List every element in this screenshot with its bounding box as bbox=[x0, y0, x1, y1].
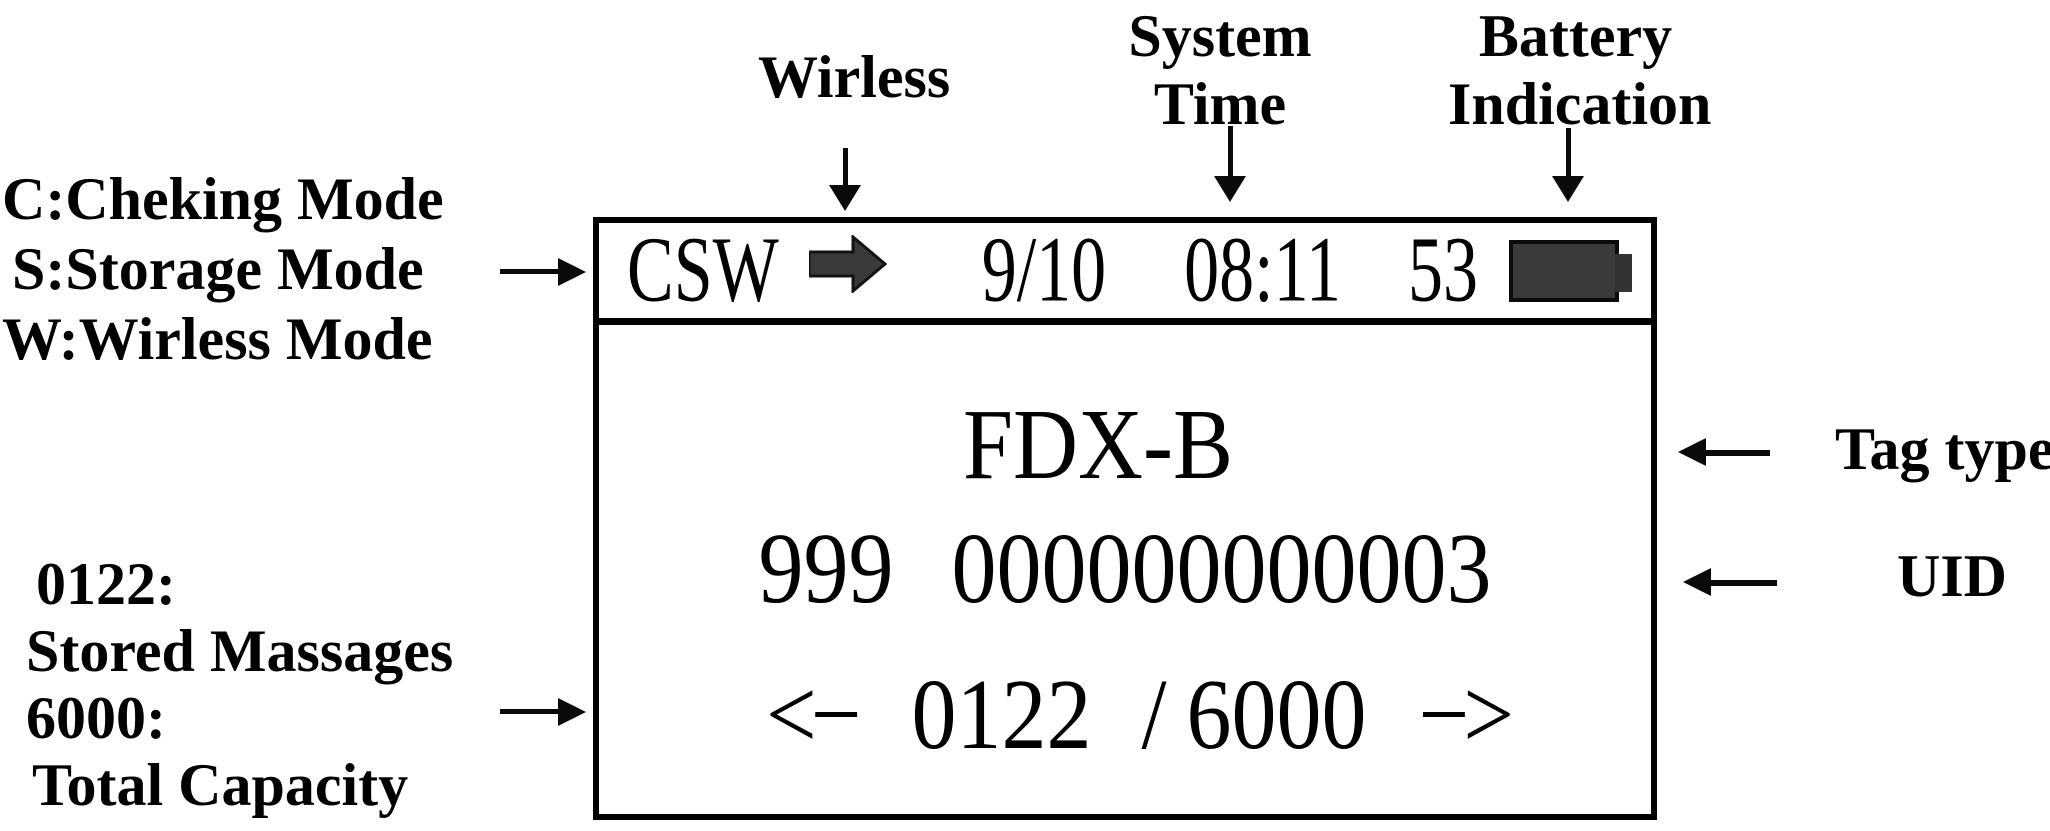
mode-indicator: CSW bbox=[627, 218, 779, 322]
system-date-value: 9/10 bbox=[981, 218, 1107, 322]
battery-terminal bbox=[1615, 253, 1633, 292]
mode-legend: C:Cheking Mode S:Storage Mode W:Wirless … bbox=[2, 164, 444, 374]
stored-messages-count: 0122 bbox=[911, 659, 1092, 771]
arrow-head bbox=[1678, 438, 1706, 466]
system-time-label-line2: Time bbox=[1153, 71, 1287, 137]
storage-legend-count: 0122: bbox=[36, 551, 176, 617]
arrow-shaft bbox=[1228, 126, 1233, 179]
uid-label: UID bbox=[1897, 543, 2008, 609]
battery-icon bbox=[1509, 239, 1633, 302]
uid-number: 000000000003 bbox=[951, 513, 1492, 625]
arrow-shaft bbox=[843, 148, 848, 188]
system-time-label-line1: System bbox=[1128, 3, 1312, 69]
uid-country-code: 999 bbox=[758, 513, 894, 625]
mode-legend-wireless: W:Wirless Mode bbox=[2, 306, 433, 372]
arrow-head bbox=[1552, 176, 1584, 202]
tag-type-line: FDX-B bbox=[599, 389, 1651, 501]
system-time-value: 08:11 bbox=[1184, 218, 1342, 322]
storage-legend-stored-messages: Stored Massages bbox=[26, 618, 454, 684]
tag-type-label: Tag type bbox=[1835, 416, 2050, 482]
record-counter-line: <−0122/6000−> bbox=[599, 664, 1651, 766]
counter-separator: / bbox=[1141, 659, 1167, 771]
wireless-label: Wirless bbox=[758, 44, 951, 110]
arrow-head bbox=[558, 258, 586, 286]
mode-legend-checking: C:Cheking Mode bbox=[2, 166, 444, 232]
arrow-shaft bbox=[1704, 450, 1770, 456]
total-capacity-value: 6000 bbox=[1186, 659, 1367, 771]
tag-type-value: FDX-B bbox=[962, 389, 1234, 501]
arrow-head bbox=[1683, 568, 1711, 596]
arrow-head bbox=[1214, 176, 1246, 202]
arrow-shaft bbox=[1566, 128, 1571, 179]
system-time-label: System Time bbox=[1125, 2, 1315, 138]
arrow-shaft bbox=[500, 269, 560, 274]
battery-indication-label-line1: Battery bbox=[1478, 3, 1673, 69]
mode-legend-storage: S:Storage Mode bbox=[12, 236, 424, 302]
wireless-status-icon bbox=[807, 233, 888, 306]
arrow-shaft bbox=[500, 709, 560, 714]
battery-indication-label-line2: Indication bbox=[1448, 71, 1712, 137]
prev-record-indicator: <− bbox=[765, 659, 861, 771]
arrow-head bbox=[829, 185, 861, 211]
storage-legend: 0122: Stored Massages 6000: Total Capaci… bbox=[26, 551, 453, 819]
storage-legend-total-capacity: Total Capacity bbox=[32, 752, 409, 818]
battery-indication-label: Battery Indication bbox=[1448, 2, 1712, 138]
arrow-head bbox=[558, 698, 586, 726]
storage-legend-capacity-value: 6000: bbox=[26, 685, 166, 751]
battery-percent-value: 53 bbox=[1408, 218, 1479, 322]
next-record-indicator: −> bbox=[1418, 659, 1514, 771]
status-bar: CSW 9/10 08:11 53 bbox=[599, 223, 1651, 325]
arrow-shaft bbox=[1709, 580, 1777, 586]
